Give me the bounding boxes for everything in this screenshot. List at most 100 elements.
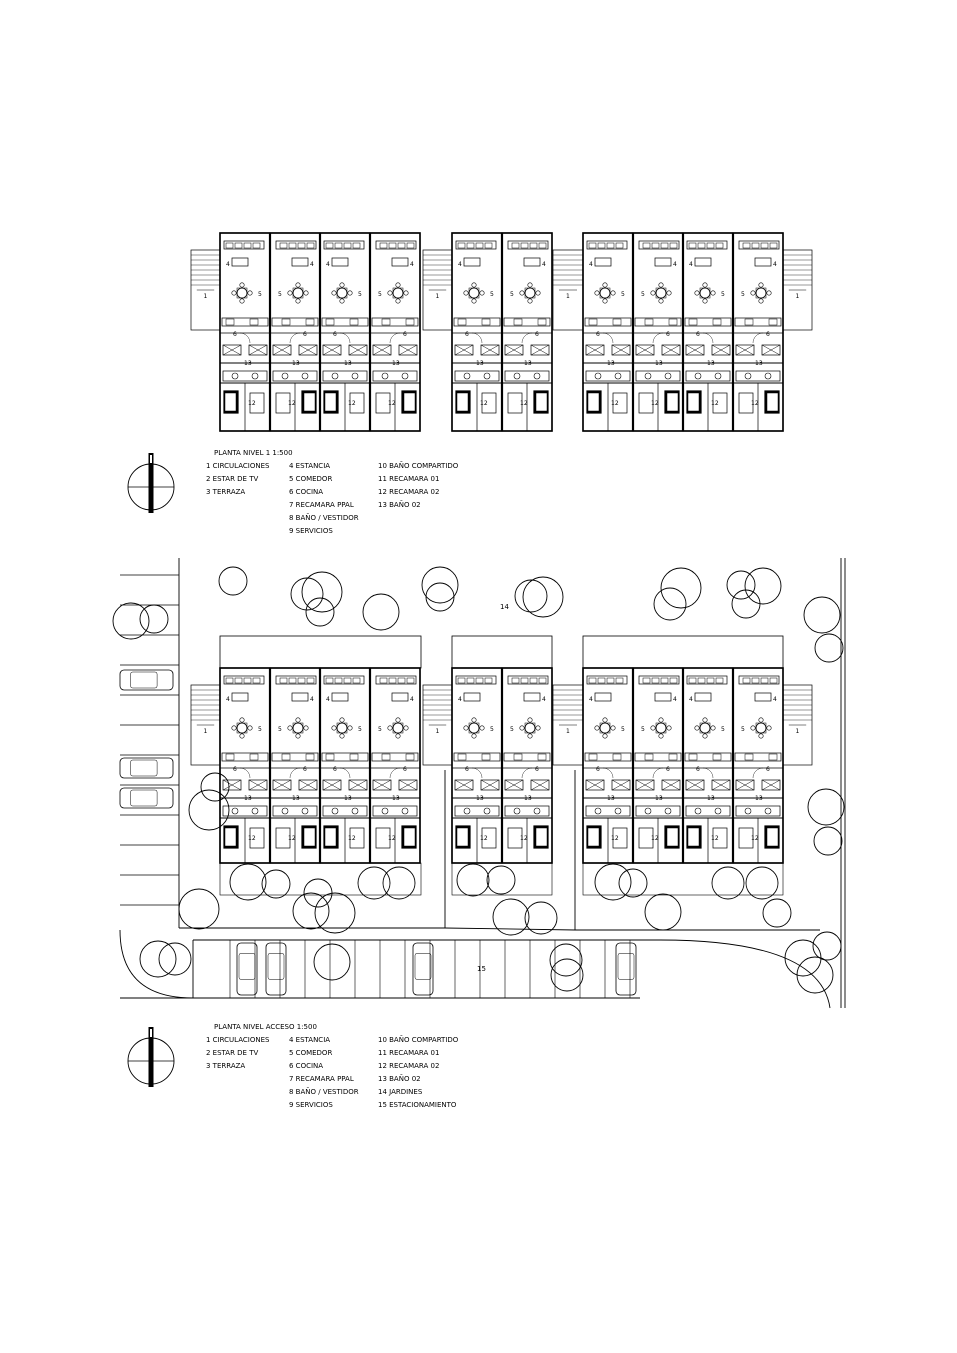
plan-line bbox=[504, 779, 524, 791]
plan-rect bbox=[712, 827, 728, 849]
dining-table bbox=[524, 287, 536, 299]
plan-rect bbox=[322, 344, 342, 356]
plan-rect bbox=[687, 827, 700, 847]
chair bbox=[766, 290, 772, 296]
tree-icon bbox=[814, 633, 844, 663]
room-number: 13 bbox=[292, 795, 300, 802]
plan-rect bbox=[660, 677, 669, 684]
plan-rect bbox=[252, 677, 261, 684]
plan-rect bbox=[481, 753, 491, 761]
room-number: 13 bbox=[392, 795, 400, 802]
plan-rect bbox=[271, 317, 319, 327]
room-number: 4 bbox=[542, 261, 546, 268]
plan-rect bbox=[248, 779, 268, 791]
plan-rect bbox=[248, 344, 268, 356]
plan-rect bbox=[738, 392, 754, 414]
chair bbox=[463, 725, 469, 731]
chair bbox=[471, 717, 477, 723]
tree-icon bbox=[139, 604, 169, 634]
legend-item: 2 ESTAR DE TV bbox=[206, 475, 259, 483]
chair bbox=[758, 282, 764, 288]
plan-rect bbox=[686, 240, 728, 250]
chair bbox=[702, 733, 708, 739]
room-number: 13 bbox=[392, 360, 400, 367]
room-number: 5 bbox=[510, 726, 514, 733]
plan-rect bbox=[454, 344, 474, 356]
plan-rect bbox=[403, 392, 416, 412]
chair bbox=[303, 290, 309, 296]
toilet bbox=[463, 372, 471, 380]
plan-rect bbox=[782, 684, 813, 766]
plan-rect bbox=[190, 249, 221, 331]
plan-rect bbox=[524, 722, 536, 734]
tree-icon bbox=[292, 892, 330, 930]
room-number: 12 bbox=[611, 400, 619, 407]
room-number: 12 bbox=[248, 835, 256, 842]
plan-rect bbox=[468, 722, 480, 734]
legend-item: 1 CIRCULACIONES bbox=[206, 462, 270, 470]
plan-rect bbox=[699, 287, 711, 299]
chair bbox=[702, 717, 708, 723]
chair bbox=[658, 282, 664, 288]
plan-rect bbox=[306, 677, 315, 684]
dining-table bbox=[655, 722, 667, 734]
plan-rect bbox=[225, 753, 235, 761]
toilet bbox=[513, 807, 521, 815]
dining-table bbox=[336, 287, 348, 299]
plan-rect bbox=[712, 392, 728, 414]
chair bbox=[387, 290, 393, 296]
chair bbox=[602, 298, 608, 304]
plan-line bbox=[585, 779, 605, 791]
plan-rect bbox=[588, 242, 597, 249]
plan-line bbox=[661, 344, 681, 356]
chair bbox=[239, 298, 245, 304]
plan-rect bbox=[484, 677, 493, 684]
plan-rect bbox=[352, 242, 361, 249]
room-number: 6 bbox=[333, 766, 337, 773]
plan-rect bbox=[291, 692, 309, 702]
plan-rect bbox=[222, 779, 242, 791]
door-swing bbox=[521, 332, 533, 344]
room-number: 5 bbox=[378, 291, 382, 298]
plan-rect bbox=[375, 827, 391, 849]
plan-rect bbox=[582, 862, 784, 896]
room-number: 4 bbox=[773, 261, 777, 268]
room-number: 4 bbox=[410, 261, 414, 268]
plan-rect bbox=[503, 317, 551, 327]
chair bbox=[658, 717, 664, 723]
car-roof bbox=[414, 953, 432, 980]
room-number: 5 bbox=[358, 726, 362, 733]
plan-rect bbox=[272, 805, 318, 817]
dining-table bbox=[236, 722, 248, 734]
plan-rect bbox=[699, 722, 711, 734]
plan-rect bbox=[611, 779, 631, 791]
plan-rect bbox=[225, 318, 235, 326]
door-swing bbox=[289, 767, 301, 779]
plan-rect bbox=[219, 862, 422, 896]
plan-rect bbox=[504, 779, 524, 791]
plan-rect bbox=[755, 722, 767, 734]
plan-rect bbox=[538, 677, 547, 684]
plan-rect bbox=[612, 318, 622, 326]
chair bbox=[331, 725, 337, 731]
chair bbox=[650, 290, 656, 296]
room-number: 13 bbox=[607, 795, 615, 802]
door-swing bbox=[471, 767, 483, 779]
chair bbox=[395, 282, 401, 288]
plan-rect bbox=[334, 242, 343, 249]
plan-rect bbox=[751, 677, 760, 684]
plan-rect bbox=[297, 242, 306, 249]
plan-rect bbox=[466, 242, 475, 249]
chair bbox=[594, 725, 600, 731]
chair bbox=[471, 298, 477, 304]
plan-rect bbox=[712, 753, 722, 761]
chair bbox=[239, 733, 245, 739]
plan-rect bbox=[275, 392, 291, 414]
room-number: 13 bbox=[707, 795, 715, 802]
room-number: 12 bbox=[751, 835, 759, 842]
chair bbox=[666, 725, 672, 731]
tree-icon bbox=[660, 567, 702, 609]
plan-rect bbox=[655, 722, 667, 734]
room-number: 1 bbox=[436, 728, 440, 735]
